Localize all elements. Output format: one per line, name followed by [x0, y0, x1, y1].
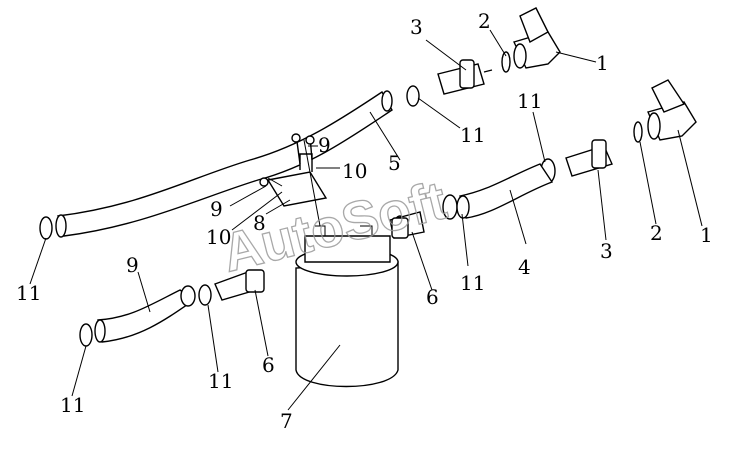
- filter-canister-part-7: [295, 225, 399, 388]
- hose-part-9: [94, 285, 196, 343]
- fitting-part-6: [214, 211, 425, 301]
- callout-6: 6: [426, 285, 439, 309]
- callout-1: 1: [700, 223, 713, 247]
- callout-9: 9: [318, 133, 331, 157]
- callout-2: 2: [478, 9, 491, 33]
- callout-11: 11: [460, 271, 485, 295]
- union-part-3-right: [565, 139, 613, 177]
- callout-4: 4: [518, 255, 531, 279]
- callout-11: 11: [16, 281, 41, 305]
- callout-11: 11: [517, 89, 542, 113]
- callout-11: 11: [460, 123, 485, 147]
- callout-10: 10: [206, 225, 231, 249]
- callout-1: 1: [596, 51, 609, 75]
- o-ring-part-2: [501, 51, 511, 73]
- o-ring-part-2-right: [633, 121, 643, 143]
- callout-11: 11: [60, 393, 85, 417]
- callout-9: 9: [210, 197, 223, 221]
- union-part-3: [437, 59, 493, 95]
- callout-5: 5: [388, 151, 401, 175]
- elbow-part-1-right: [647, 79, 697, 141]
- callout-10: 10: [342, 159, 367, 183]
- callout-7: 7: [280, 409, 293, 433]
- hose-part-4: [456, 163, 554, 219]
- callout-6: 6: [262, 353, 275, 377]
- leader-lines: [29, 29, 703, 411]
- hose-part-5: [55, 90, 393, 238]
- callout-3: 3: [600, 239, 613, 263]
- bracket-part-8: [259, 133, 328, 227]
- callout-8: 8: [253, 211, 266, 235]
- elbow-part-1: [513, 7, 561, 69]
- callout-11: 11: [208, 369, 233, 393]
- callout-9: 9: [126, 253, 139, 277]
- callout-3: 3: [410, 15, 423, 39]
- callout-2: 2: [650, 221, 663, 245]
